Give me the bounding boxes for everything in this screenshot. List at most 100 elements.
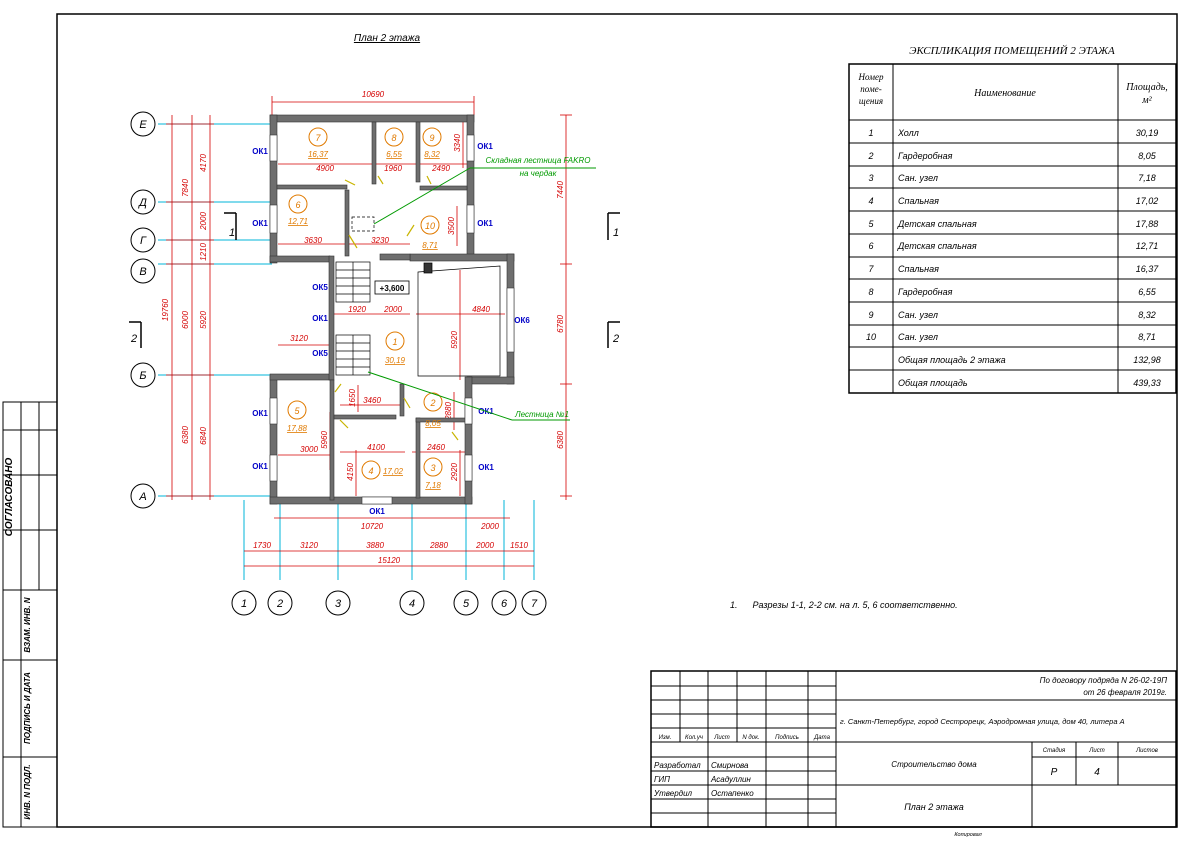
svg-text:5960: 5960 <box>320 431 329 449</box>
svg-text:5: 5 <box>868 219 874 229</box>
svg-text:10690: 10690 <box>362 90 385 99</box>
svg-text:2000: 2000 <box>480 522 499 531</box>
svg-text:16,37: 16,37 <box>1136 264 1160 274</box>
svg-text:А: А <box>138 491 146 503</box>
svg-text:7,18: 7,18 <box>425 481 441 490</box>
axis-d: Д <box>130 189 156 215</box>
svg-text:2880: 2880 <box>444 402 453 421</box>
svg-text:3460: 3460 <box>363 396 381 405</box>
explication-table <box>848 63 1177 394</box>
svg-text:4: 4 <box>409 598 415 610</box>
svg-text:7: 7 <box>868 264 874 274</box>
svg-text:6: 6 <box>868 241 873 251</box>
svg-text:12,71: 12,71 <box>288 217 308 226</box>
svg-text:2: 2 <box>612 333 619 345</box>
svg-text:3340: 3340 <box>453 134 462 152</box>
room-10: 108,71 <box>422 221 438 250</box>
stamp-replace-inv: ВЗАМ. ИНВ. N <box>23 597 32 652</box>
svg-text:7: 7 <box>531 598 538 610</box>
svg-text:1920: 1920 <box>348 305 366 314</box>
note: 1. Разрезы 1-1, 2-2 см. на л. 5, 6 соотв… <box>730 600 958 610</box>
svg-text:ОК6: ОК6 <box>514 316 530 325</box>
svg-text:5920: 5920 <box>450 331 459 349</box>
plan-title: План 2 этажа <box>354 33 421 44</box>
svg-text:439,33: 439,33 <box>1133 378 1161 388</box>
svg-text:7,18: 7,18 <box>1138 173 1156 183</box>
axis-v: В <box>130 258 156 284</box>
svg-text:1730: 1730 <box>253 541 271 550</box>
svg-text:3120: 3120 <box>290 334 308 343</box>
svg-text:7840: 7840 <box>181 179 190 197</box>
object-name: Строительство дома <box>891 760 977 769</box>
axis-5: 5 <box>453 590 479 616</box>
svg-text:7: 7 <box>315 133 321 143</box>
svg-text:4840: 4840 <box>472 305 490 314</box>
sheet-frame <box>56 13 1178 828</box>
svg-text:Кол.уч: Кол.уч <box>685 735 703 741</box>
axis-1: 1 <box>231 590 257 616</box>
svg-text:ОК1: ОК1 <box>312 314 328 323</box>
axis-e: Е <box>130 111 156 137</box>
svg-text:1: 1 <box>229 227 235 239</box>
svg-text:4: 4 <box>368 466 373 476</box>
axis-g: Г <box>130 227 156 253</box>
svg-text:3: 3 <box>430 463 435 473</box>
svg-text:5: 5 <box>463 598 470 610</box>
svg-text:ОК5: ОК5 <box>312 283 328 292</box>
svg-text:Детская спальная: Детская спальная <box>897 219 977 229</box>
svg-text:5920: 5920 <box>199 311 208 329</box>
svg-text:Сан. узел: Сан. узел <box>898 332 938 342</box>
svg-text:8,32: 8,32 <box>424 150 440 159</box>
explication-title: ЭКСПЛИКАЦИЯ ПОМЕЩЕНИЙ 2 ЭТАЖА <box>909 45 1115 57</box>
level-mark-box <box>374 280 410 295</box>
hall-slab <box>417 262 501 377</box>
svg-text:3230: 3230 <box>371 236 389 245</box>
window-marks: ОК1 ОК1 ОК1 ОК1 ОК5 ОК1 ОК5 ОК6 ОК1 ОК1 … <box>252 142 530 516</box>
title-block <box>650 670 1177 828</box>
svg-text:6: 6 <box>295 200 300 210</box>
stamp-sign-date: ПОДПИСЬ И ДАТА <box>23 672 32 744</box>
svg-text:2490: 2490 <box>431 164 450 173</box>
dimension-texts: 10690 10720 2000 1730 3120 3880 2880 200… <box>161 90 565 565</box>
room-7: 716,37 <box>308 133 329 159</box>
svg-text:Общая площадь: Общая площадь <box>898 378 968 388</box>
svg-text:ОК1: ОК1 <box>478 463 494 472</box>
svg-text:6,55: 6,55 <box>1138 287 1157 297</box>
svg-text:6380: 6380 <box>556 431 565 449</box>
svg-text:10: 10 <box>425 221 435 231</box>
table-row: 7 Спальная 16,37 <box>868 264 1159 274</box>
contract-2: от 26 февраля 2019г. <box>1083 688 1167 697</box>
svg-text:Наименование: Наименование <box>973 88 1036 99</box>
svg-text:Сан. узел: Сан. узел <box>898 173 938 183</box>
svg-text:щения: щения <box>859 96 883 106</box>
svg-text:3500: 3500 <box>447 217 456 235</box>
explication-header: Номер поме- щения Наименование Площадь, … <box>858 72 1168 106</box>
svg-text:17,88: 17,88 <box>287 424 308 433</box>
svg-text:15120: 15120 <box>378 556 401 565</box>
svg-text:9: 9 <box>429 133 434 143</box>
svg-text:6,55: 6,55 <box>386 150 402 159</box>
svg-text:17,02: 17,02 <box>1136 196 1159 206</box>
svg-text:4100: 4100 <box>367 443 385 452</box>
stage: Р <box>1051 767 1058 778</box>
svg-text:Е: Е <box>139 119 147 131</box>
axis-7: 7 <box>521 590 547 616</box>
axis-numbers: 1 2 3 4 5 6 7 <box>231 590 547 616</box>
svg-text:Спальная: Спальная <box>898 264 939 274</box>
svg-text:1210: 1210 <box>199 243 208 261</box>
axis-b: Б <box>130 362 156 388</box>
stair-label: Лестница №1 <box>514 410 569 419</box>
room-labels <box>287 127 443 480</box>
doors <box>334 175 459 441</box>
svg-text:N док.: N док. <box>742 735 759 741</box>
svg-text:4170: 4170 <box>199 154 208 172</box>
svg-text:19760: 19760 <box>161 298 170 321</box>
address: г. Санкт-Петербург, город Сестрорецк, Аэ… <box>840 717 1125 726</box>
svg-text:ГИП: ГИП <box>654 775 670 784</box>
svg-text:1: 1 <box>392 337 397 347</box>
